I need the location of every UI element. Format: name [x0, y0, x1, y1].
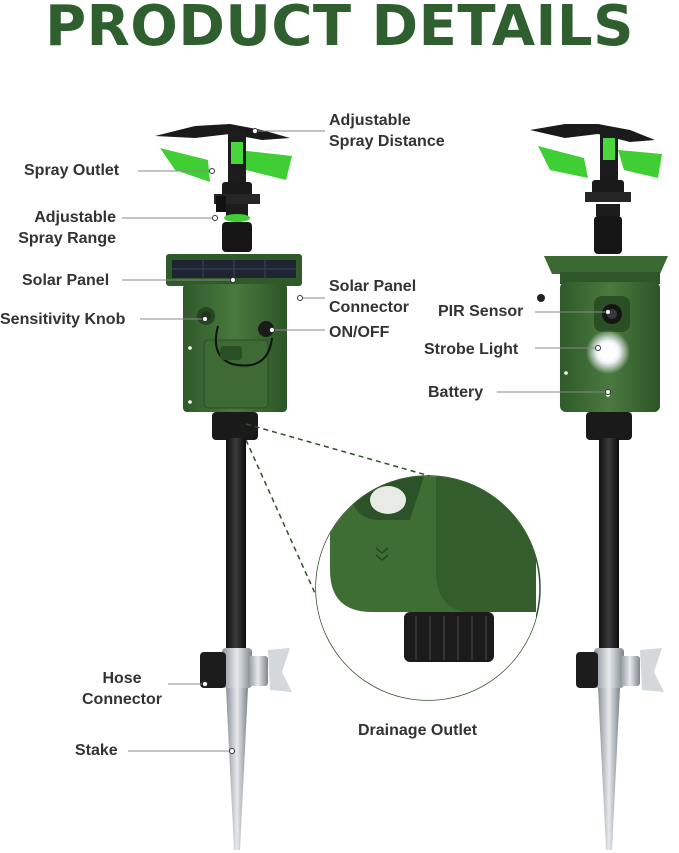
label-stake: Stake: [75, 742, 118, 759]
label-drainage-outlet: Drainage Outlet: [358, 722, 478, 739]
label-sensitivity-knob: Sensitivity Knob: [0, 311, 126, 328]
drainage-zoom-callout: [245, 423, 541, 701]
left-solar-panel-icon: [166, 254, 302, 286]
label-solar-panel: Solar Panel: [22, 272, 110, 289]
right-solar-panel-icon: [544, 256, 668, 284]
leader-dots: [202, 128, 611, 754]
label-line: Adjustable: [34, 209, 116, 226]
label-line: Spray Distance: [329, 133, 445, 150]
right-device: [530, 124, 668, 850]
label-spray-outlet: Spray Outlet: [24, 162, 120, 179]
left-device: [155, 124, 302, 850]
label-line: Adjustable: [329, 112, 411, 129]
label-line: Connector: [82, 691, 162, 708]
drainage-outlet-icon: [404, 612, 494, 662]
label-solar-panel-connector: Solar Panel Connector: [329, 276, 416, 318]
label-line: Connector: [329, 299, 409, 316]
label-line: Solar Panel: [329, 278, 417, 295]
label-adjustable-spray-distance: Adjustable Spray Distance: [329, 110, 445, 152]
label-on-off: ON/OFF: [329, 324, 390, 341]
left-device-body: [183, 284, 287, 412]
label-strobe-light: Strobe Light: [424, 341, 519, 358]
label-adjustable-spray-range: Adjustable Spray Range: [10, 207, 116, 249]
left-pole-icon: [200, 412, 292, 850]
label-battery: Battery: [428, 384, 484, 401]
left-sprinkler-head-icon: [155, 124, 292, 252]
label-line: Hose: [102, 670, 142, 687]
label-line: Spray Range: [18, 230, 116, 247]
right-device-body: [537, 282, 660, 412]
right-pole-icon: [576, 412, 664, 850]
leader-lines: [122, 130, 608, 752]
right-sprinkler-head-icon: [530, 124, 662, 254]
label-pir-sensor: PIR Sensor: [438, 303, 524, 320]
label-hose-connector: Hose Connector: [76, 668, 168, 710]
page-title: PRODUCT DETAILS: [45, 0, 634, 59]
